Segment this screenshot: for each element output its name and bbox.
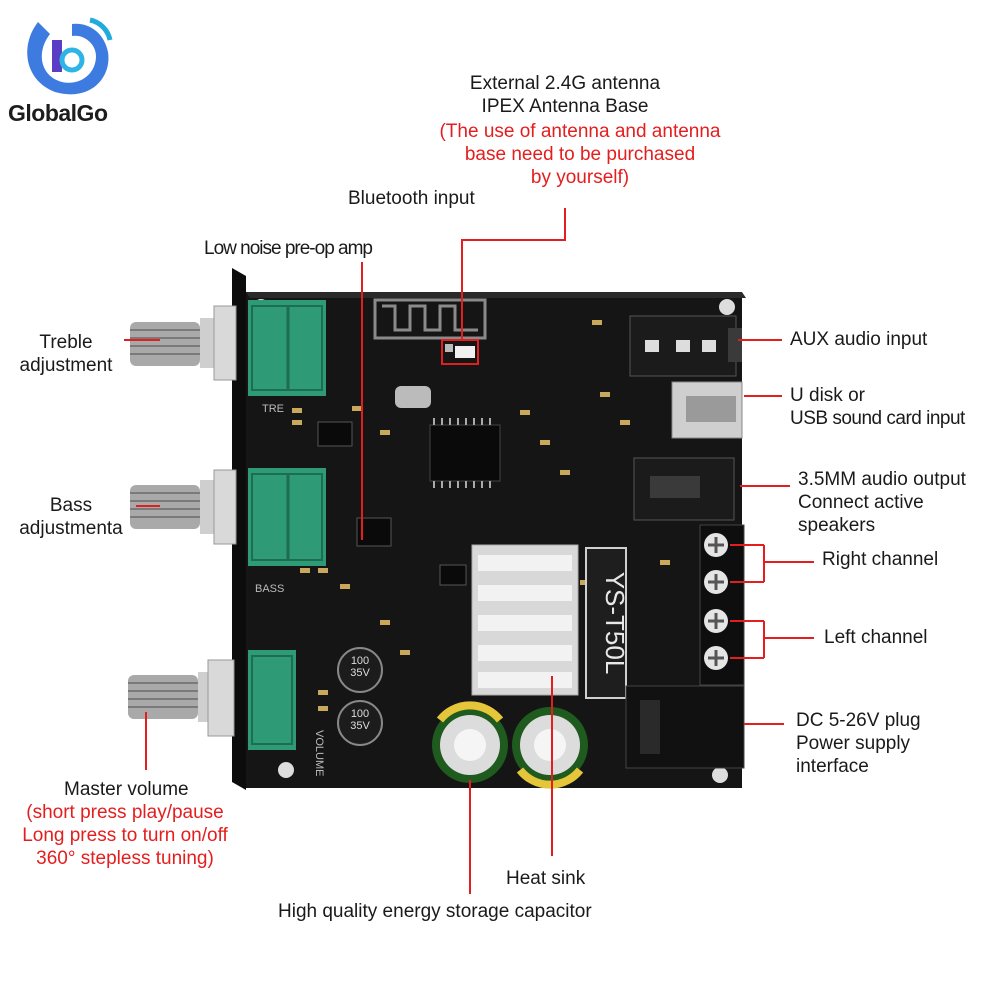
volume-knob <box>128 659 235 737</box>
treble-pot <box>248 300 326 396</box>
heat-sink <box>471 544 579 696</box>
antenna-callout: External 2.4G antenna IPEX Antenna Base <box>440 72 690 118</box>
brand-name: GlobalGo <box>8 100 108 126</box>
dc-label-2: Power supply <box>796 733 911 754</box>
speaker-terminal <box>699 524 745 686</box>
usb-port <box>671 381 743 439</box>
bass-label-1: Bass <box>49 495 93 516</box>
output-label-1: 3.5MM audio output <box>798 469 966 490</box>
preamp-label: Low noise pre-op amp <box>204 238 373 259</box>
bass-pot <box>248 468 326 566</box>
bass-knob <box>130 469 237 545</box>
treble-knob <box>130 305 237 381</box>
antenna-note: (The use of antenna and antenna base nee… <box>410 120 750 189</box>
antenna-note-3: by yourself) <box>530 167 630 188</box>
storage-capacitor-1 <box>432 701 508 783</box>
capacitor-label: High quality energy storage capacitor <box>278 901 592 922</box>
volume-pot <box>248 650 296 750</box>
dc-callout: DC 5-26V plug Power supply interface <box>796 709 921 778</box>
bass-label-2: adjustmenta <box>19 518 123 539</box>
output-callout: 3.5MM audio output Connect active speake… <box>798 468 966 537</box>
small-capacitor-2: 100 35V <box>337 700 383 746</box>
small-capacitor-1: 100 35V <box>337 647 383 693</box>
storage-capacitor-2 <box>512 707 588 789</box>
master-volume-note: (short press play/pause Long press to tu… <box>2 801 248 870</box>
usb-callout: U disk or USB sound card input <box>790 384 965 430</box>
svg-text:35V: 35V <box>350 667 370 679</box>
left-channel-label: Left channel <box>824 627 928 648</box>
svg-text:100: 100 <box>351 708 369 720</box>
antenna-label-2: IPEX Antenna Base <box>481 96 649 117</box>
treble-label-2: adjustment <box>19 355 113 376</box>
aux-jack <box>629 315 742 377</box>
master-note-3: 360° stepless tuning) <box>36 848 214 869</box>
usb-label-1: U disk or <box>790 385 865 406</box>
master-note-1: (short press play/pause <box>26 802 224 823</box>
master-volume-label: Master volume <box>64 779 189 800</box>
board-model-silk: YS-T50L <box>600 572 630 675</box>
antenna-note-1: (The use of antenna and antenna <box>439 121 721 142</box>
dc-label-3: interface <box>796 756 869 777</box>
output-label-3: speakers <box>798 515 876 536</box>
usb-label-2: USB sound card input <box>790 408 965 429</box>
antenna-note-2: base need to be purchased <box>464 144 696 165</box>
front-panel-plate <box>232 268 246 790</box>
globalgo-logo-icon <box>27 17 113 95</box>
dc-jack <box>625 685 745 769</box>
treble-callout: Treble adjustment <box>4 331 128 377</box>
antenna-label-1: External 2.4G antenna <box>469 73 661 94</box>
callout-lines <box>124 208 814 894</box>
output-jack <box>633 457 735 521</box>
bass-callout: Bass adjustmenta <box>8 494 134 540</box>
right-channel-label: Right channel <box>822 549 939 570</box>
bluetooth-label: Bluetooth input <box>348 188 475 209</box>
svg-text:35V: 35V <box>350 720 370 732</box>
silk-bass: BASS <box>255 583 284 595</box>
silk-treble: TRE <box>262 403 284 415</box>
output-label-2: Connect active <box>798 492 924 513</box>
aux-label: AUX audio input <box>790 329 928 350</box>
dc-label-1: DC 5-26V plug <box>796 710 921 731</box>
treble-label-1: Treble <box>39 332 93 353</box>
silk-volume: VOLUME <box>313 730 325 776</box>
heat-sink-label: Heat sink <box>506 868 586 889</box>
master-note-2: Long press to turn on/off <box>22 825 228 846</box>
svg-text:100: 100 <box>351 655 369 667</box>
